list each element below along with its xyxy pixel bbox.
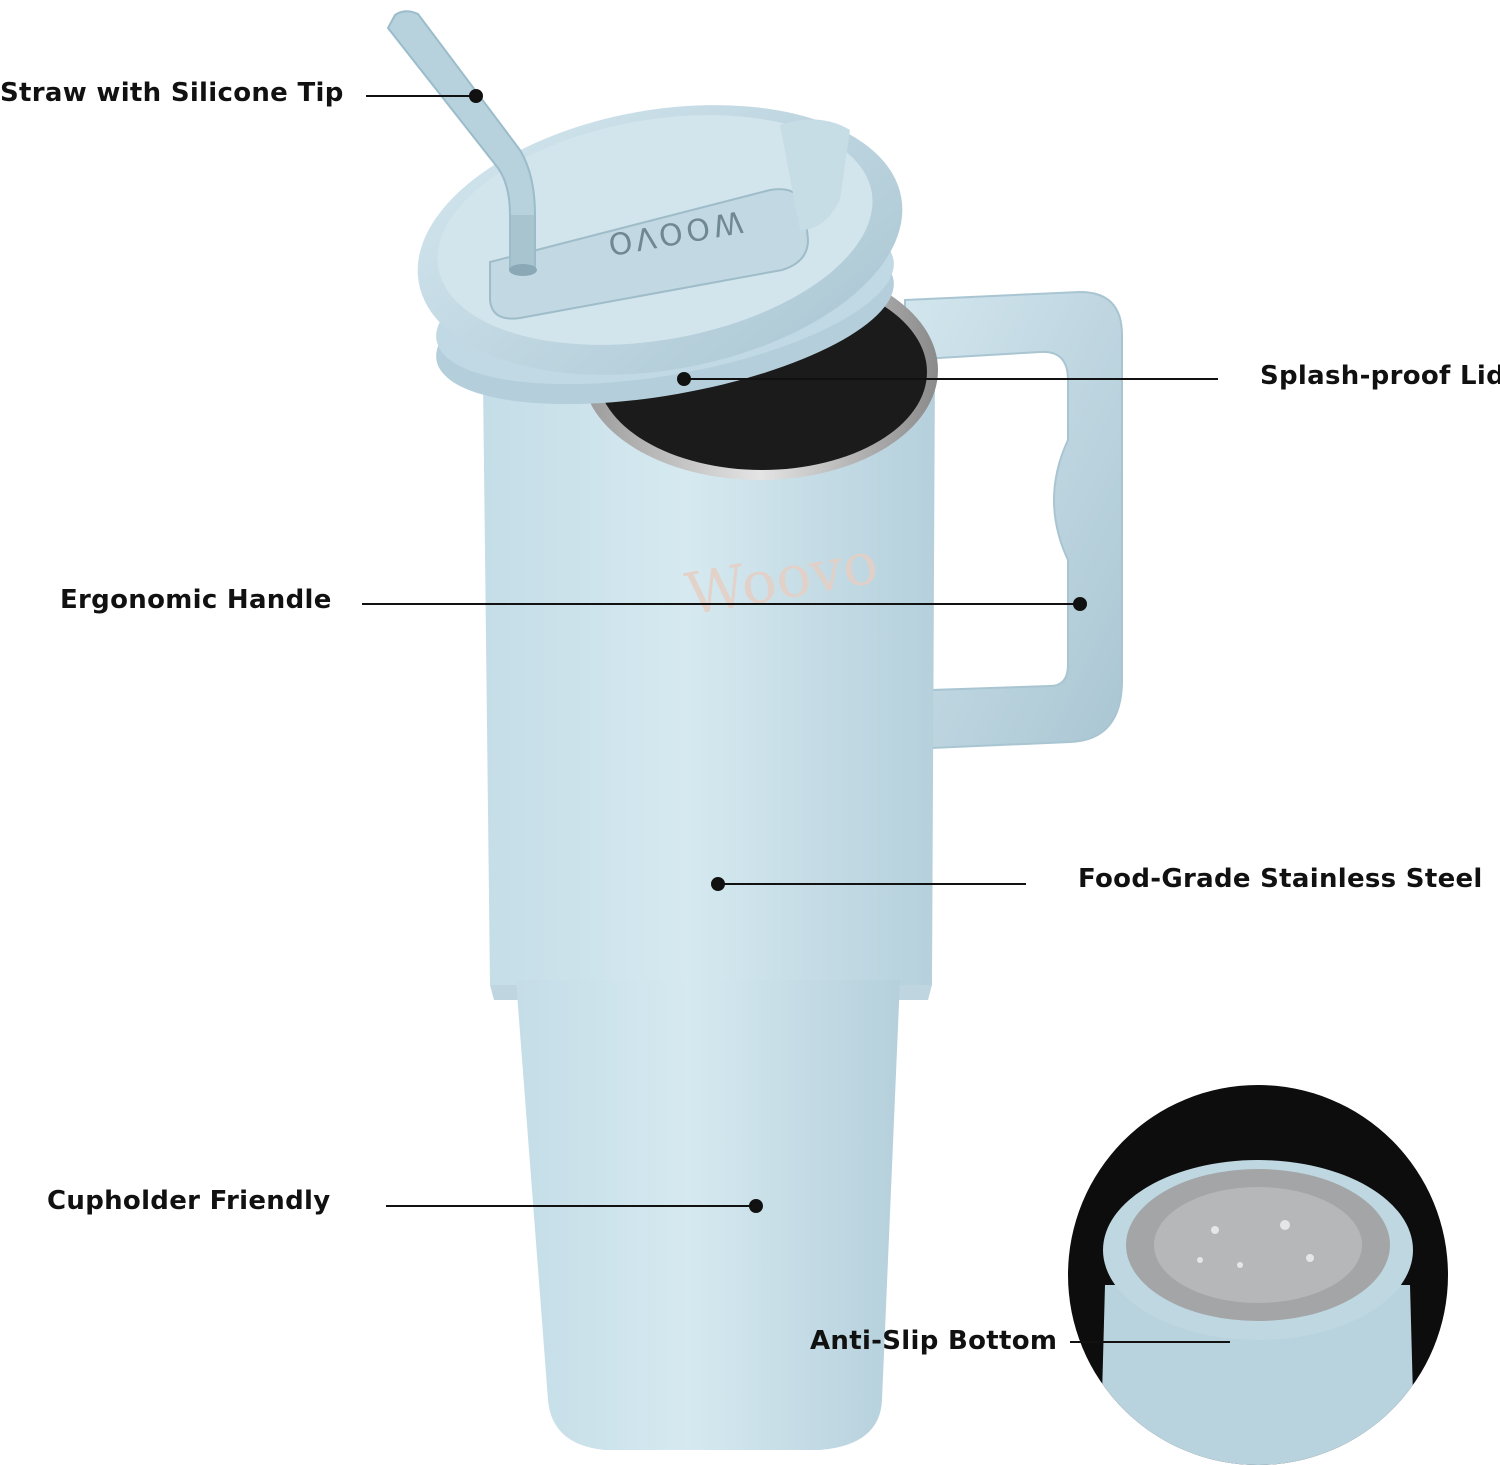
callout-bottom-label: Anti-Slip Bottom [810,1326,1058,1356]
callout-handle-label: Ergonomic Handle [60,585,332,615]
straw [386,10,537,276]
callout-steel-label: Food-Grade Stainless Steel [1078,864,1483,894]
anti-slip-bottom-inset [1068,1085,1448,1465]
splash-proof-lid: WOOVO [417,105,903,405]
tumbler-body: Woovo [483,360,935,1450]
callout-lid-label: Splash-proof Lid [1260,361,1500,391]
callout-cupholder-label: Cupholder Friendly [47,1186,331,1216]
callout-straw-label: Straw with Silicone Tip [0,78,344,108]
tumbler-handle [904,290,1123,750]
callout-lines [362,89,1230,1343]
